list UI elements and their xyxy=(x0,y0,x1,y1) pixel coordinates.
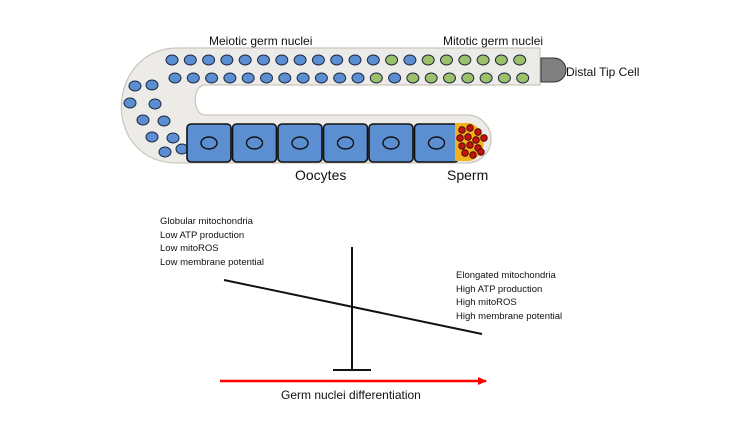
germ-nucleus xyxy=(440,54,453,66)
meiotic-label: Meiotic germ nuclei xyxy=(209,34,313,48)
sperm-nucleus xyxy=(458,142,466,150)
germ-nucleus xyxy=(311,54,325,66)
germ-nucleus xyxy=(406,72,420,84)
sperm-nucleus xyxy=(477,148,485,156)
sperm-nucleus xyxy=(472,136,480,144)
germ-nucleus xyxy=(296,72,310,84)
germ-nucleus xyxy=(260,72,273,84)
germ-nucleus xyxy=(168,72,182,84)
oocyte-nucleus xyxy=(382,136,400,150)
low-state-traits: Globular mitochondria Low ATP production… xyxy=(160,215,264,269)
germ-nucleus xyxy=(166,132,180,144)
germ-nucleus xyxy=(238,54,252,66)
sperm-label: Sperm xyxy=(447,167,489,183)
germ-nucleus xyxy=(424,72,438,84)
right-trait: Elongated mitochondria xyxy=(456,270,556,281)
germ-nucleus xyxy=(186,72,200,84)
germ-nucleus xyxy=(366,54,380,66)
oocyte-nucleus xyxy=(427,136,446,150)
germ-nucleus xyxy=(148,98,162,110)
germ-nucleus xyxy=(257,54,270,66)
germ-nucleus xyxy=(183,54,197,66)
germ-nucleus xyxy=(458,54,472,66)
germ-nucleus xyxy=(369,72,383,84)
germ-nucleus xyxy=(388,72,402,84)
oocyte-nucleus xyxy=(200,136,218,150)
left-trait: Globular mitochondria xyxy=(160,216,253,227)
germ-nucleus xyxy=(145,79,159,91)
oocyte-nucleus xyxy=(291,136,309,150)
right-trait: High ATP production xyxy=(456,283,543,295)
sperm-nucleus xyxy=(480,134,488,142)
sperm-nucleus xyxy=(466,141,474,149)
germ-nucleus xyxy=(351,72,365,84)
germ-nucleus xyxy=(136,114,150,126)
germ-nucleus xyxy=(314,72,328,84)
mitotic-label: Mitotic germ nuclei xyxy=(443,34,544,48)
left-trait: Low ATP production xyxy=(160,229,245,241)
germ-nucleus xyxy=(497,72,511,84)
left-trait: Low membrane potential xyxy=(160,256,265,268)
germ-nucleus xyxy=(158,146,172,158)
oocytes-label: Oocytes xyxy=(295,167,347,183)
differentiation-axis-label: Germ nuclei differentiation xyxy=(281,388,421,402)
germ-nucleus xyxy=(443,72,456,84)
germ-nucleus xyxy=(205,72,219,84)
germ-nucleus xyxy=(513,54,527,66)
sperm-nucleus xyxy=(456,134,464,142)
germ-nucleus xyxy=(278,72,292,84)
right-trait: High membrane potential xyxy=(456,310,563,322)
distal-tip-cell xyxy=(540,57,567,83)
oocyte-nucleus xyxy=(245,136,264,150)
sperm-nucleus xyxy=(469,151,477,159)
sperm-nucleus xyxy=(458,126,466,134)
germ-nucleus xyxy=(223,72,237,84)
germ-nucleus xyxy=(479,72,493,84)
germ-nucleus xyxy=(348,54,362,66)
germ-nucleus xyxy=(241,72,255,84)
germ-nucleus xyxy=(165,54,179,66)
germ-nucleus xyxy=(220,54,234,66)
germ-nucleus xyxy=(330,54,344,66)
sperm-nucleus xyxy=(464,133,472,141)
high-state-traits: Elongated mitochondria High ATP producti… xyxy=(456,269,562,323)
tradeoff-beam xyxy=(223,279,483,335)
sperm-nucleus xyxy=(461,149,469,157)
sperm-nucleus xyxy=(466,124,474,132)
germ-nucleus xyxy=(421,54,435,66)
germ-nucleus xyxy=(476,54,490,66)
left-trait: Low mitoROS xyxy=(160,243,219,254)
germ-nucleus xyxy=(157,115,171,127)
germ-nucleus xyxy=(403,54,417,66)
oocyte-nucleus xyxy=(336,136,355,150)
germ-nucleus xyxy=(494,54,508,66)
distal-tip-label: Distal Tip Cell xyxy=(566,65,640,79)
right-trait: High mitoROS xyxy=(456,297,517,308)
germ-nucleus xyxy=(516,72,530,84)
germ-nucleus xyxy=(461,72,475,84)
germ-nucleus xyxy=(333,72,347,84)
germ-nucleus xyxy=(275,54,289,66)
sperm-nucleus xyxy=(474,128,482,136)
germ-nucleus xyxy=(123,97,137,109)
germ-nucleus xyxy=(128,80,142,92)
germ-nucleus xyxy=(385,54,399,66)
germ-nucleus xyxy=(145,131,159,143)
germ-nucleus xyxy=(293,54,307,66)
germ-nucleus xyxy=(202,54,216,66)
